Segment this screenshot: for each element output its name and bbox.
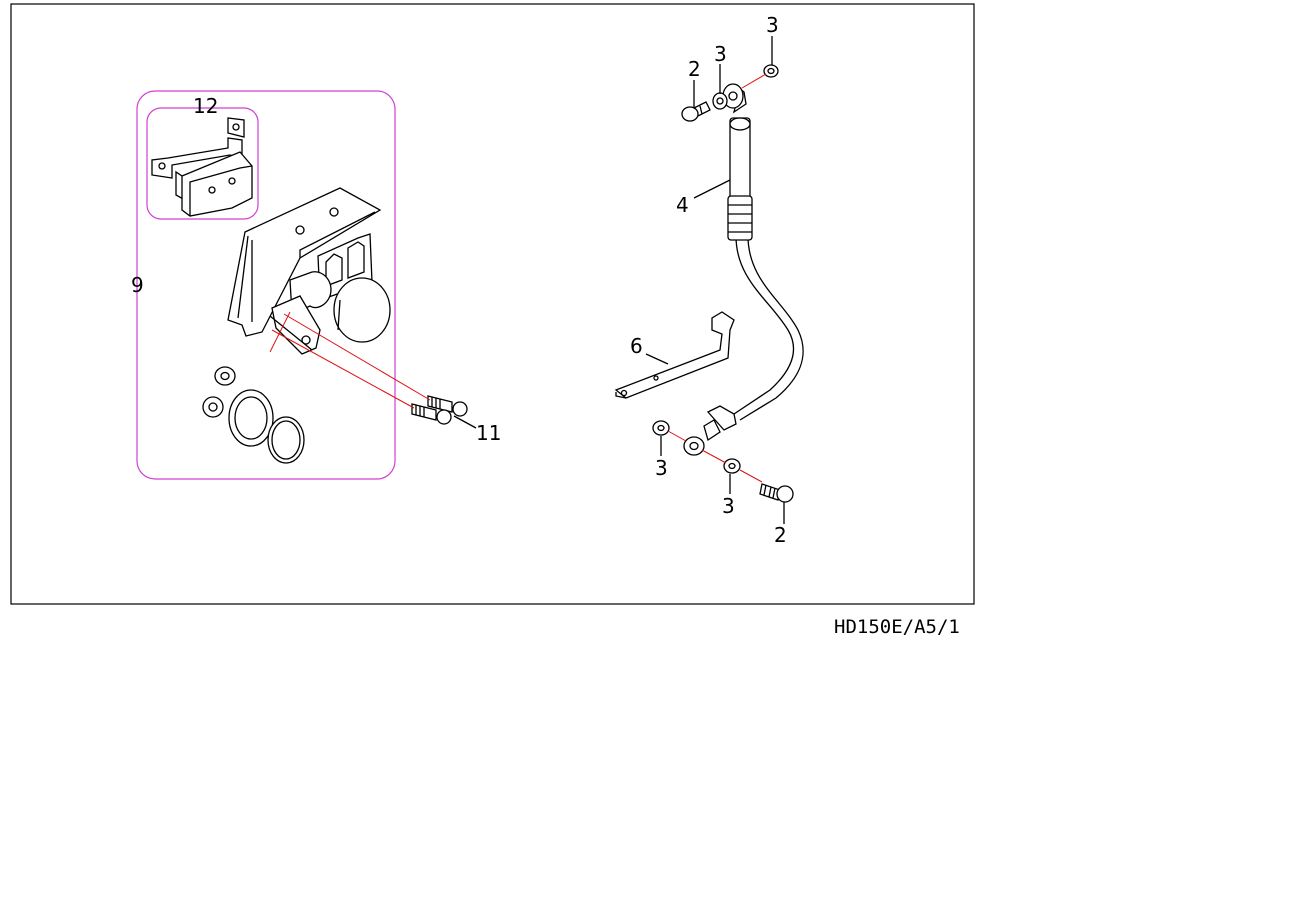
- diagram-frame: [10, 3, 975, 605]
- label-4: 4: [676, 193, 689, 217]
- bottom-bolt-axis-b: [701, 449, 727, 464]
- caliper-body: [227, 187, 391, 355]
- bottom-bolt-axis-c: [739, 469, 763, 483]
- label-2-bot: 2: [774, 523, 787, 547]
- pad-kit-outline: [146, 107, 259, 220]
- bolt-axis-c: [269, 311, 291, 353]
- label-3-top-b: 3: [766, 13, 779, 37]
- brake-hose: [683, 83, 804, 456]
- label-3-bot-b: 3: [722, 494, 735, 518]
- leader-6: [645, 353, 669, 365]
- label-9: 9: [131, 273, 144, 297]
- label-11: 11: [476, 421, 501, 445]
- bolt-axis-a: [283, 313, 431, 401]
- label-3-bot-a: 3: [655, 456, 668, 480]
- bolt-axis-b: [271, 329, 415, 409]
- caliper-assembly-outline: [136, 90, 396, 480]
- label-12: 12: [193, 94, 218, 118]
- label-6: 6: [630, 334, 643, 358]
- label-2-top: 2: [688, 57, 701, 81]
- bottom-bolt-axis-a: [667, 430, 687, 442]
- label-3-top-a: 3: [714, 42, 727, 66]
- bottom-banjo-fittings: [652, 420, 794, 503]
- reference-code: HD150E/A5/1: [834, 616, 960, 638]
- leader-11: [453, 415, 477, 429]
- leader-4: [693, 179, 731, 199]
- hose-bracket: [614, 311, 735, 399]
- top-banjo-fittings: [681, 64, 779, 122]
- slide-bolts: [411, 395, 468, 425]
- top-bolt-axis: [741, 73, 767, 89]
- brake-pads: [151, 117, 253, 217]
- seal-kit: [202, 366, 305, 464]
